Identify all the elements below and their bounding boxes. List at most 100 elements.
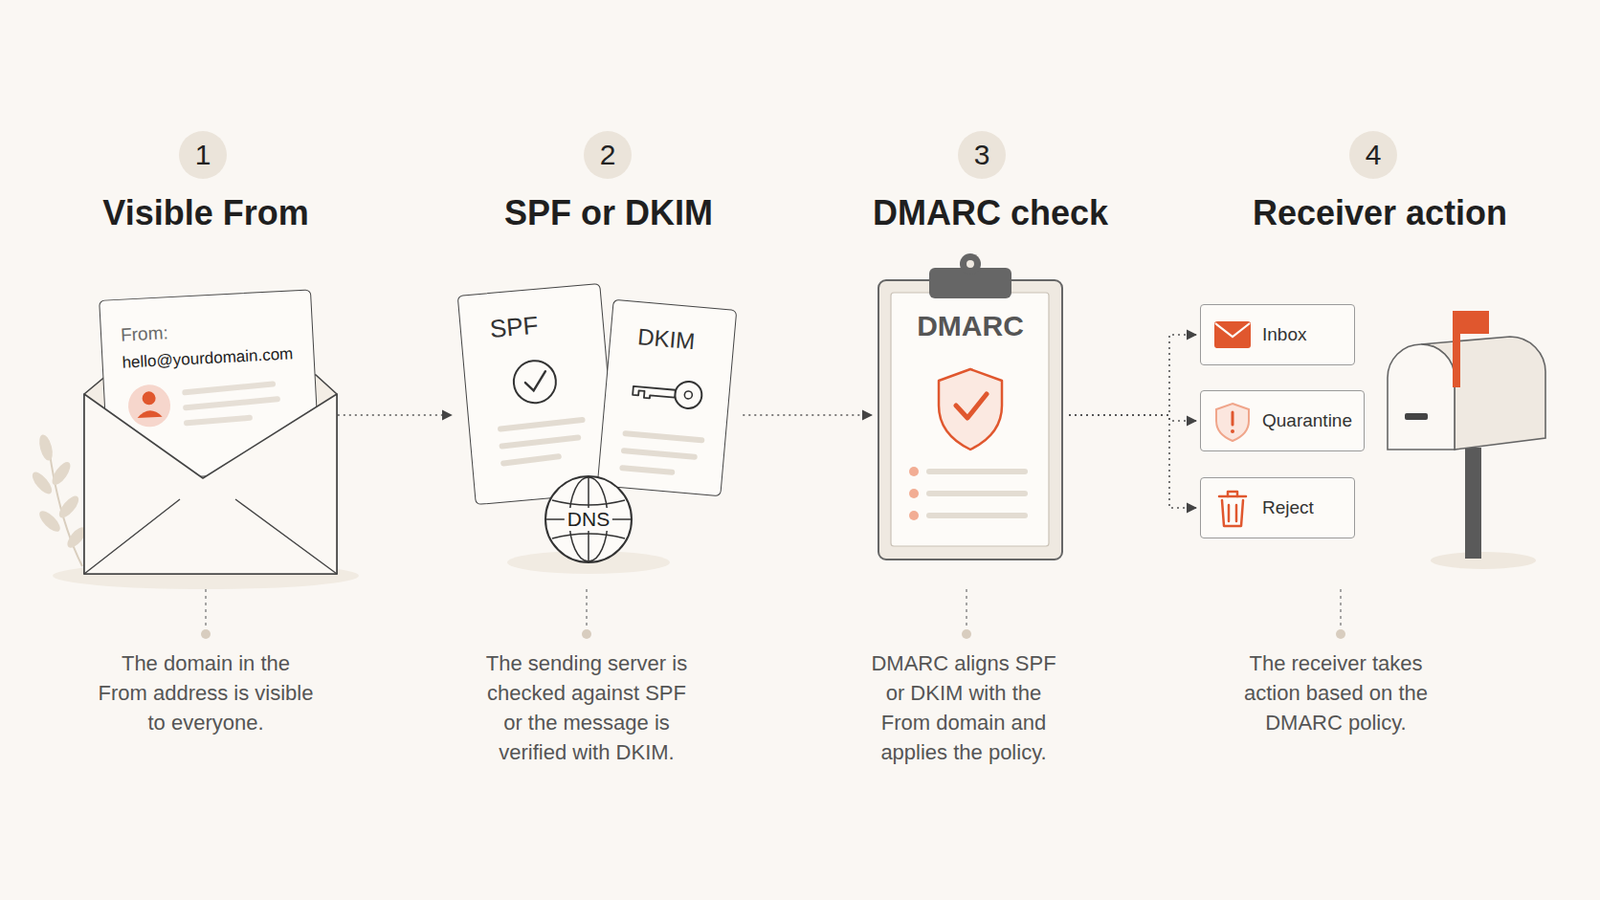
illustration-part — [524, 371, 548, 392]
step-description: The domain in the From address is visibl… — [97, 648, 314, 738]
illustration-part — [511, 358, 558, 405]
illustration-part — [184, 383, 279, 423]
illustration-part — [1215, 323, 1250, 337]
illustration-part — [1235, 505, 1239, 522]
illustration-part — [581, 629, 592, 640]
action-box: Reject — [1200, 477, 1356, 539]
illustration-part — [552, 500, 625, 506]
illustration-part — [141, 391, 156, 406]
spf-card-art — [458, 284, 618, 505]
action-label: Quarantine — [1262, 410, 1353, 432]
illustration-part — [955, 394, 987, 419]
action-box: Inbox — [1200, 304, 1356, 366]
step-description: The receiver takes action based on the D… — [1229, 648, 1443, 738]
illustration-part — [909, 466, 919, 477]
illustration-part — [1219, 495, 1246, 499]
dns-label: DNS — [564, 508, 613, 532]
dkim-card: DKIM — [597, 299, 738, 498]
illustration-part — [909, 511, 919, 521]
illustration-part — [500, 420, 583, 429]
illustration-part — [1430, 552, 1536, 570]
illustration-part — [1214, 321, 1251, 349]
flow-connector — [326, 414, 452, 417]
illustration-part — [938, 369, 1002, 450]
illustration-part — [204, 589, 207, 627]
illustration-part — [1335, 629, 1346, 640]
step-title: Receiver action — [1252, 193, 1508, 234]
action-label: Inbox — [1262, 324, 1307, 346]
illustration-part — [1339, 589, 1342, 627]
illustration-part — [1227, 505, 1231, 522]
illustration-part — [552, 533, 625, 539]
illustration-part — [546, 477, 631, 562]
illustration-part — [966, 260, 975, 268]
illustration-part — [673, 380, 703, 410]
illustration-part — [1387, 344, 1455, 450]
illustration-part — [48, 459, 74, 489]
illustration-part — [1222, 500, 1244, 527]
illustration-part — [1231, 412, 1235, 425]
card-title: DKIM — [636, 323, 696, 356]
step-title: Visible From — [102, 193, 309, 234]
illustration-part — [684, 391, 693, 400]
flow-connector — [1068, 415, 1197, 509]
flow-connector — [1068, 415, 1197, 422]
step-description: DMARC aligns SPF or DKIM with the From d… — [866, 648, 1063, 768]
illustration-part — [909, 466, 919, 521]
spf-card: SPF — [457, 283, 620, 506]
illustration-part — [625, 433, 703, 441]
illustration-part — [184, 384, 273, 394]
illustration-part — [28, 468, 55, 497]
illustration-part — [909, 488, 919, 499]
illustration-part — [929, 468, 1025, 475]
email-card: From:hello@yourdomain.com — [98, 288, 321, 482]
action-box: Quarantine — [1200, 390, 1365, 452]
illustration-part — [37, 433, 56, 463]
illustration-part — [1230, 429, 1235, 434]
card-title: DMARC — [916, 310, 1024, 343]
illustration-part — [1465, 447, 1482, 559]
illustration-part — [36, 508, 64, 535]
illustration-part — [1227, 491, 1238, 497]
illustration-part — [55, 492, 82, 521]
flow-connector — [742, 414, 872, 417]
illustration-part — [127, 383, 172, 428]
illustration-part — [186, 418, 250, 423]
illustration-part — [84, 499, 337, 575]
illustration-part — [959, 253, 981, 275]
leader-lines — [200, 589, 1346, 640]
callout-number: 1 — [195, 138, 212, 172]
mailbox — [1387, 311, 1546, 559]
illustration-part — [1404, 413, 1428, 421]
dns-globe: DNS — [544, 475, 633, 564]
callout-number: 4 — [1365, 138, 1382, 172]
illustration-part — [623, 450, 695, 457]
illustration-part — [929, 490, 1025, 497]
illustration-part — [622, 467, 672, 473]
step-number: 2 — [583, 131, 632, 179]
callout-number: 3 — [974, 138, 991, 172]
step-description: The sending server is checked against SP… — [480, 648, 693, 768]
illustration-part — [622, 433, 702, 475]
step-number: 3 — [957, 131, 1006, 179]
step-title: SPF or DKIM — [504, 193, 713, 234]
illustration-part — [965, 589, 968, 627]
illustration-part — [200, 629, 211, 640]
illustration-part — [632, 386, 676, 401]
illustration-part — [136, 410, 162, 419]
illustration-part — [503, 456, 559, 464]
illustration-part — [500, 420, 586, 464]
illustration-part — [1219, 491, 1246, 527]
illustration-part — [890, 292, 1049, 547]
illustration-part — [1452, 311, 1489, 334]
action-label: Reject — [1262, 497, 1314, 519]
illustration-part — [185, 399, 278, 408]
illustration-part — [501, 438, 578, 447]
email-card-art — [99, 289, 320, 481]
callout-number: 2 — [600, 138, 617, 172]
illustration-part — [1216, 403, 1249, 442]
step-number: 1 — [178, 131, 227, 179]
from-label: From: — [120, 322, 170, 347]
step-number: 4 — [1349, 131, 1398, 179]
